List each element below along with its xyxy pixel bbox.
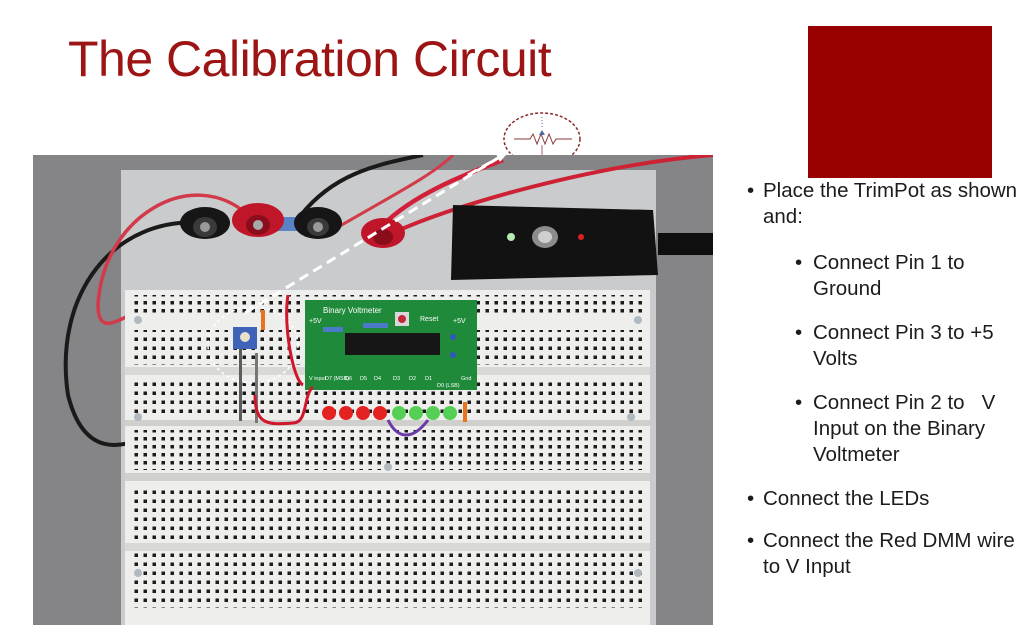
bullet-leds: Connect the LEDs [745, 486, 1020, 512]
accent-square [808, 26, 992, 178]
banana-jack-red-1 [232, 203, 284, 237]
banana-jack-red-2 [361, 218, 405, 248]
banana-jack-black-1 [180, 207, 230, 239]
pin-label-4: D5 [360, 376, 367, 382]
pin-label-3: D6 [345, 376, 352, 382]
red-wire-left [96, 193, 250, 326]
board-label: Binary Voltmeter [323, 306, 382, 315]
banana-jack-black-2 [294, 207, 342, 239]
bullet-text: Place the TrimPot as shown and: [763, 179, 1018, 228]
pin-label-9: D0 (LSB) [437, 383, 460, 389]
plus5-right: +5V [453, 318, 466, 325]
binary-voltmeter-board: Binary Voltmeter +5V +5V Reset V input D… [305, 300, 477, 390]
trimpot-schematic-callout [503, 112, 581, 166]
pin-label-8: D1 [425, 376, 432, 382]
sub-bullet-pin3: Connect Pin 3 to +5 Volts [763, 320, 1020, 372]
slide-title: The Calibration Circuit [68, 31, 552, 87]
pin-label-2: D7 (MSB) [325, 376, 349, 382]
pin-label-10: Gnd [461, 376, 471, 382]
bullet-trimpot: Place the TrimPot as shown and: Connect … [745, 178, 1020, 468]
sub-bullet-pin1: Connect Pin 1 to Ground [763, 250, 1020, 302]
breadboard-photo: Binary Voltmeter +5V +5V Reset V input D… [33, 155, 713, 625]
pin-label-5: D4 [374, 376, 381, 382]
switch-box [451, 205, 713, 280]
plus5-left: +5V [309, 318, 322, 325]
bullet-dmm: Connect the Red DMM wire to V Input [745, 528, 1020, 580]
pin-label-6: D3 [393, 376, 400, 382]
bullet-list: Place the TrimPot as shown and: Connect … [745, 178, 1020, 596]
pin-label-7: D2 [409, 376, 416, 382]
reset-label: Reset [420, 316, 438, 323]
trimpot-highlight [207, 306, 299, 384]
sub-bullet-pin2: Connect Pin 2 to V Input on the Binary V… [763, 390, 1020, 468]
led-row [322, 406, 457, 420]
pin-label-1: V input [309, 376, 327, 382]
